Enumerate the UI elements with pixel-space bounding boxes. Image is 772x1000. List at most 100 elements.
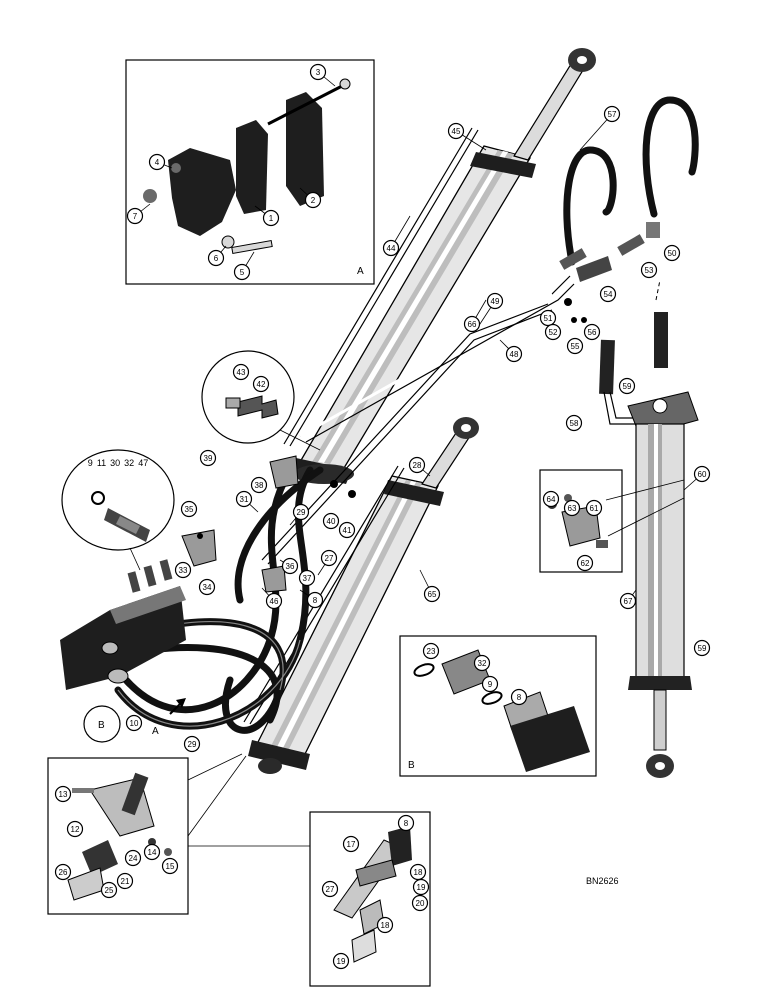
callout-56: 56 [583,323,601,341]
callout-number: 31 [240,495,249,504]
callout-circle [281,557,299,575]
callout-number: 59 [623,382,632,391]
callout-13: 13 [54,785,72,803]
callout-3: 3 [309,63,327,81]
callout-number: 27 [325,554,334,563]
callout-number: 33 [179,566,188,575]
callout-7: 7 [126,207,144,225]
callout-number: 54 [604,290,613,299]
callout-number: 19 [417,883,426,892]
upper-cylinder [283,48,596,484]
callout-number: 55 [571,342,580,351]
callout-circle [563,499,581,517]
callout-number: 5 [240,268,245,277]
callout-number: 64 [547,495,556,504]
callout-circle [306,591,324,609]
callout-number: 28 [413,461,422,470]
callout-circle [116,872,134,890]
callout-number: 63 [568,504,577,513]
callout-number: 38 [255,481,264,490]
callout-circle [320,549,338,567]
callout-circle [298,569,316,587]
callout-18a: 18 [409,863,427,881]
callout-42: 42 [252,375,270,393]
callout-number: 42 [257,380,266,389]
callout-62: 62 [576,554,594,572]
callout-59a: 59 [618,377,636,395]
callout-circle [505,345,523,363]
callout-circle [542,490,560,508]
callout-23: 23 [422,642,440,660]
callout-35: 35 [180,500,198,518]
callout-circle [124,849,142,867]
callout-number: 29 [188,740,197,749]
callout-number: 45 [452,127,461,136]
callout-6: 6 [207,249,225,267]
callout-8a: 8 [397,814,415,832]
callout-number: 59 [698,644,707,653]
clamp-half-right [286,92,324,206]
callout-41: 41 [338,521,356,539]
callout-number: 37 [303,574,312,583]
callout-circle [576,554,594,572]
callout-14: 14 [143,843,161,861]
fitting-detail-inset: B [399,635,597,777]
callout-number: 40 [327,517,336,526]
callout-29a: 29 [292,503,310,521]
callout-circle [292,503,310,521]
callout-number: 4 [155,158,160,167]
callout-number: 32 [478,659,487,668]
callout-number: 50 [668,249,677,258]
callout-number: 26 [59,868,68,877]
callout-8c: 8 [510,688,528,706]
callout-39: 39 [199,449,217,467]
callout-59b: 59 [693,639,711,657]
callout-number: 56 [588,328,597,337]
clamp-nut [143,189,157,203]
callout-50: 50 [663,244,681,262]
ref-circle-b-label: B [98,720,105,731]
callout-circle [408,456,426,474]
callout-number: 60 [698,470,707,479]
callout-number: 65 [428,590,437,599]
callout-number: 41 [343,526,352,535]
callout-number: 25 [105,886,114,895]
callout-18b: 18 [376,916,394,934]
callout-circle [148,153,166,171]
callout-8b: 8 [306,591,324,609]
callout-number: 44 [387,244,396,253]
clamp-washer [221,235,235,249]
callout-circle [382,239,400,257]
callout-circle [412,878,430,896]
callout-33: 33 [174,561,192,579]
callout-26: 26 [54,863,72,881]
callout-number: 61 [590,504,599,513]
callout-circle [250,476,268,494]
callout-circle [54,785,72,803]
callout-number: 67 [624,597,633,606]
callout-number: 17 [347,840,356,849]
callout-number: 2 [311,196,316,205]
callout-number: 14 [148,848,157,857]
callout-circle [66,820,84,838]
callout-9: 9 [481,675,499,693]
callout-circle [510,688,528,706]
callout-circle [180,500,198,518]
callout-number: 58 [570,419,579,428]
callout-44: 44 [382,239,400,257]
callout-circle [265,592,283,610]
callout-circle [125,714,143,732]
control-valve [60,559,186,690]
callout-4: 4 [148,153,166,171]
callout-circle [603,105,621,123]
callout-54: 54 [599,285,617,303]
callout-17: 17 [342,835,360,853]
callout-circle [565,414,583,432]
callout-circle [232,363,250,381]
callout-circle [338,521,356,539]
hose-clamps [181,455,356,593]
callout-1: 1 [262,209,280,227]
callout-10: 10 [125,714,143,732]
right-cylinder [599,312,699,778]
lower-center-inset [309,811,431,987]
